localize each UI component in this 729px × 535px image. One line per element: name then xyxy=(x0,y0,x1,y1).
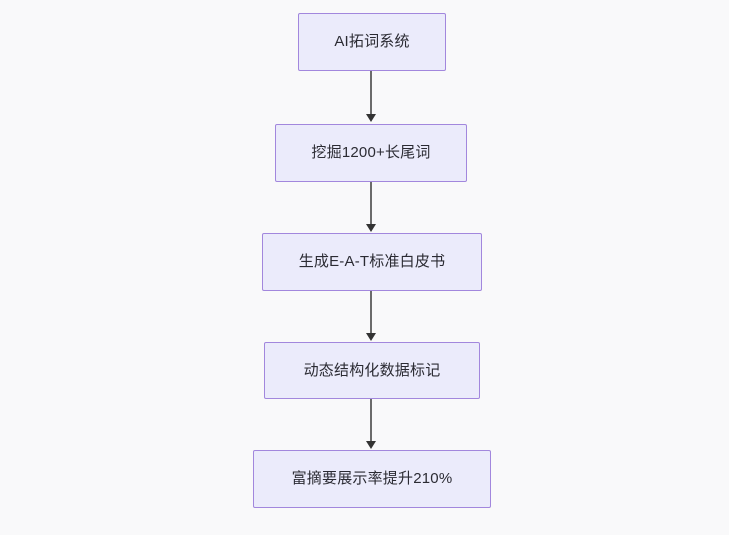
flow-node-label: 富摘要展示率提升210% xyxy=(291,470,453,487)
flow-node-label: 挖掘1200+长尾词 xyxy=(311,144,431,161)
flow-node-dynamic-structured-data-markup[interactable]: 动态结构化数据标记 xyxy=(264,342,480,399)
connector-n1-n2 xyxy=(370,71,372,116)
connector-n3-n4 xyxy=(370,291,372,335)
arrowhead-n2-n3 xyxy=(366,224,376,232)
arrowhead-n1-n2 xyxy=(366,114,376,122)
arrowhead-n4-n5 xyxy=(366,441,376,449)
flow-node-label: 生成E-A-T标准白皮书 xyxy=(298,253,446,270)
flow-node-label: 动态结构化数据标记 xyxy=(303,361,441,379)
flow-node-rich-snippet-impression-lift[interactable]: 富摘要展示率提升210% xyxy=(253,450,491,508)
flow-node-mine-longtail-keywords[interactable]: 挖掘1200+长尾词 xyxy=(275,124,467,182)
connector-n2-n3 xyxy=(370,182,372,226)
flow-node-ai-keyword-system[interactable]: AI拓词系统 xyxy=(298,13,446,71)
arrowhead-n3-n4 xyxy=(366,333,376,341)
connector-n4-n5 xyxy=(370,399,372,442)
flow-node-generate-eat-whitepaper[interactable]: 生成E-A-T标准白皮书 xyxy=(262,233,482,291)
flow-node-label: AI拓词系统 xyxy=(334,33,410,50)
